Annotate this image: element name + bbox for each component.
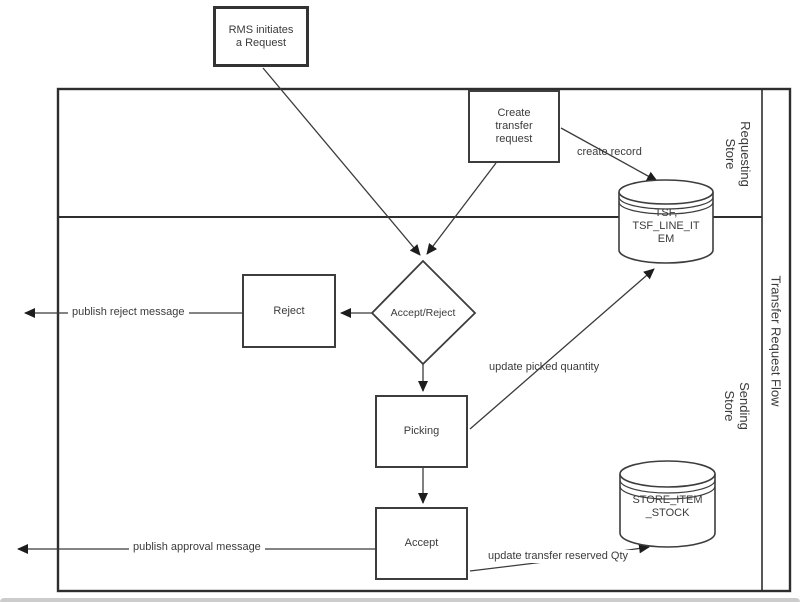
tsf-database-cylinder bbox=[618, 179, 714, 264]
edge-create-record-to-tsf bbox=[560, 127, 658, 182]
node-reject: Reject bbox=[242, 274, 336, 348]
edge-label-update-picked-quantity: update picked quantity bbox=[489, 361, 600, 373]
edge-picking-to-tsf bbox=[469, 268, 655, 430]
edge-label-create-record: create record bbox=[577, 146, 642, 158]
edge-label-publish-reject-message: publish reject message bbox=[68, 306, 189, 319]
node-create-transfer-request: Create transfer request bbox=[468, 90, 560, 163]
edge-label-update-transfer-reserved-qty: update transfer reserved Qty bbox=[484, 550, 633, 563]
screenshot-bottom-edge bbox=[0, 598, 800, 602]
edge-create-to-decision bbox=[426, 162, 497, 255]
edge-rms-to-decision bbox=[262, 67, 421, 256]
node-rms-initiates-request: RMS initiates a Request bbox=[213, 6, 309, 67]
store-item-stock-label: STORE_ITEM _STOCK bbox=[632, 494, 703, 519]
decision-label: Accept/Reject bbox=[390, 307, 456, 319]
lane-label-requesting-store: Requesting Store bbox=[723, 121, 753, 187]
lane-label-sending-store: Sending Store bbox=[722, 382, 752, 430]
tsf-database-label: TSF, TSF_LINE_IT EM bbox=[632, 207, 700, 245]
node-picking: Picking bbox=[375, 395, 468, 468]
decision-diamond bbox=[370, 259, 477, 366]
edge-label-publish-approval-message: publish approval message bbox=[129, 541, 265, 554]
band-label-transfer-request-flow: Transfer Request Flow bbox=[768, 275, 784, 407]
flow-frame bbox=[56, 87, 792, 593]
node-accept: Accept bbox=[375, 507, 468, 580]
store-item-stock-cylinder bbox=[619, 460, 716, 548]
